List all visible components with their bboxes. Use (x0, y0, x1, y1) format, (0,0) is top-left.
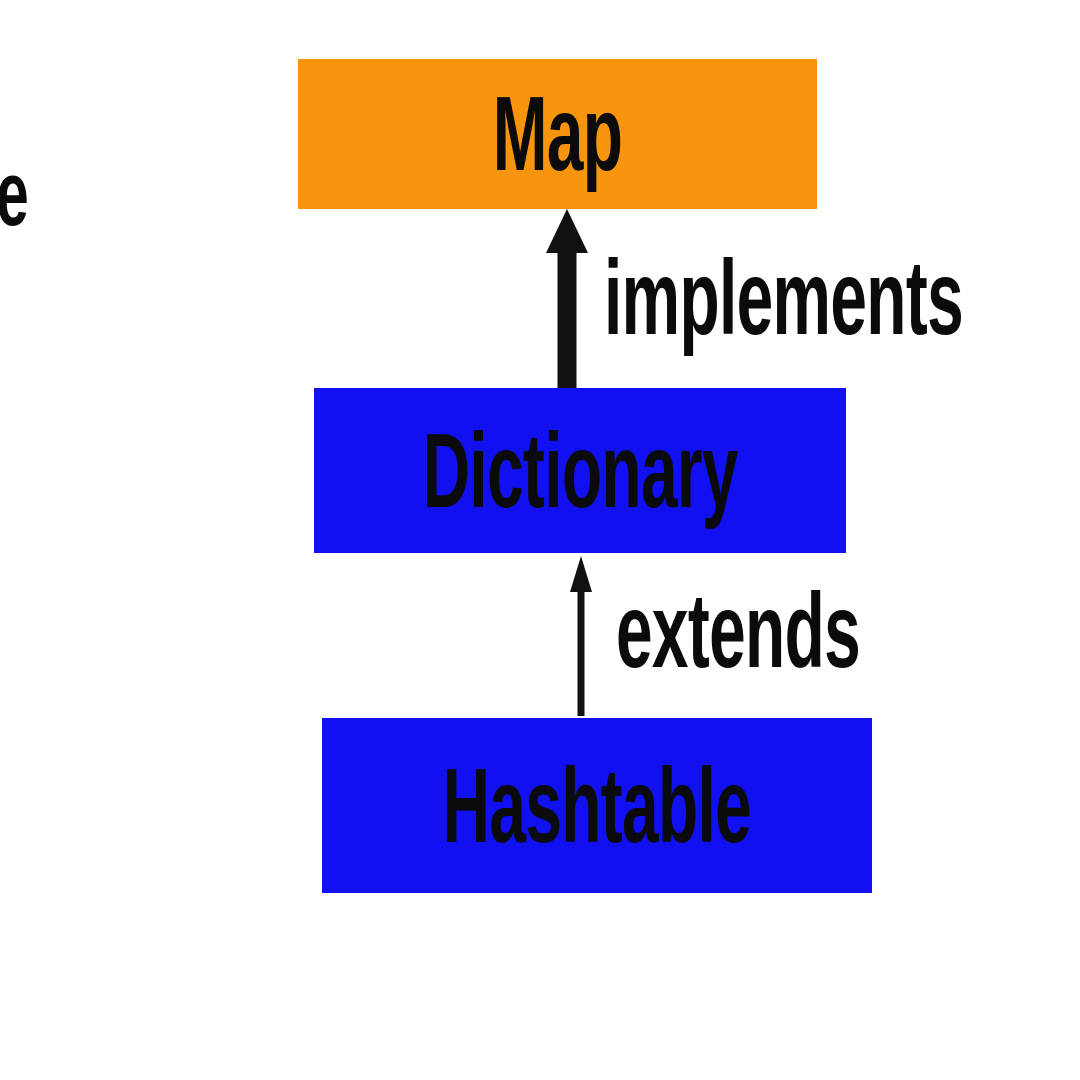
extends-arrow (570, 556, 592, 716)
node-hashtable-class: Hashtable (322, 718, 872, 893)
node-map-interface: Map (298, 59, 817, 209)
extends-edge-label: extends (616, 572, 861, 690)
node-map-label: Map (492, 75, 623, 193)
implements-arrow (546, 209, 588, 390)
cutoff-text-fragment: e (0, 148, 29, 240)
node-dictionary-class: Dictionary (314, 388, 846, 553)
implements-edge-label: implements (604, 239, 964, 357)
node-hashtable-label: Hashtable (442, 746, 752, 865)
node-dictionary-label: Dictionary (422, 411, 738, 530)
